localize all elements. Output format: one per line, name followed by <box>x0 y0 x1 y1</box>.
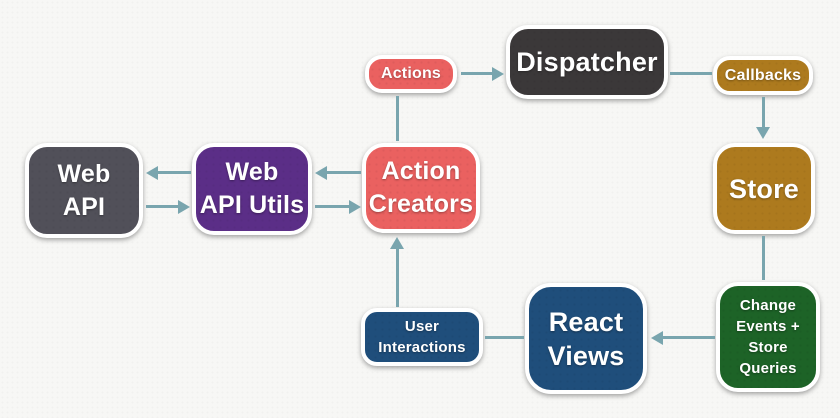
connector-dispatcher-to-callbacks <box>670 72 712 75</box>
node-label-line: Queries <box>739 360 797 377</box>
connector-change-events-to-react-views <box>663 336 715 339</box>
node-web-api: Web API <box>25 143 143 238</box>
connector-callbacks-to-store <box>762 97 765 128</box>
connector-action-creators-to-actions <box>396 96 399 141</box>
node-dispatcher: Dispatcher <box>506 25 668 99</box>
node-label-line: Views <box>547 340 625 371</box>
node-label-line: User <box>404 318 440 335</box>
node-actions: Actions <box>365 55 457 93</box>
node-react-views: React Views <box>525 283 647 394</box>
node-label-line: Change <box>739 297 797 314</box>
node-store: Store <box>713 143 815 234</box>
node-label-line: Action <box>381 157 461 185</box>
node-label-line: API <box>62 192 106 221</box>
arrowhead-into-react-views <box>651 331 663 345</box>
node-label-line: Interactions <box>378 339 466 356</box>
arrowhead-into-web-api <box>146 166 158 180</box>
node-label-line: Store <box>728 173 800 204</box>
arrowhead-into-action-creators-left <box>349 200 361 214</box>
node-label-line: Store <box>748 339 788 356</box>
node-change-events-store-queries: Change Events + Store Queries <box>716 282 820 392</box>
node-label-line: Dispatcher <box>516 47 658 77</box>
arrowhead-into-web-api-utils-upper <box>315 166 327 180</box>
connector-react-views-to-user-interactions <box>485 336 524 339</box>
connector-web-api-utils-to-web-api <box>158 171 191 174</box>
connector-web-api-utils-to-action-creators <box>315 205 349 208</box>
connector-web-api-to-web-api-utils <box>146 205 178 208</box>
connector-actions-to-dispatcher <box>461 72 493 75</box>
node-label-line: Web <box>225 158 279 186</box>
node-label-line: Web <box>57 159 111 188</box>
node-label-line: Events + <box>736 318 800 335</box>
node-label-line: Actions <box>380 65 442 82</box>
arrowhead-into-web-api-utils <box>178 200 190 214</box>
node-action-creators: Action Creators <box>362 143 480 233</box>
connector-action-creators-to-web-api-utils <box>327 171 361 174</box>
arrowhead-into-action-creators <box>390 237 404 249</box>
node-label-line: API Utils <box>199 191 305 219</box>
node-web-api-utils: Web API Utils <box>192 143 312 235</box>
connector-user-interactions-to-action-creators <box>396 249 399 307</box>
node-callbacks: Callbacks <box>713 56 813 95</box>
arrowhead-into-dispatcher <box>492 67 504 81</box>
connector-store-to-change-events <box>762 236 765 280</box>
node-label-line: Creators <box>368 190 474 218</box>
node-user-interactions: User Interactions <box>361 308 483 366</box>
node-label-line: React <box>548 306 624 337</box>
node-label-line: Callbacks <box>724 66 802 84</box>
arrowhead-into-store <box>756 127 770 139</box>
